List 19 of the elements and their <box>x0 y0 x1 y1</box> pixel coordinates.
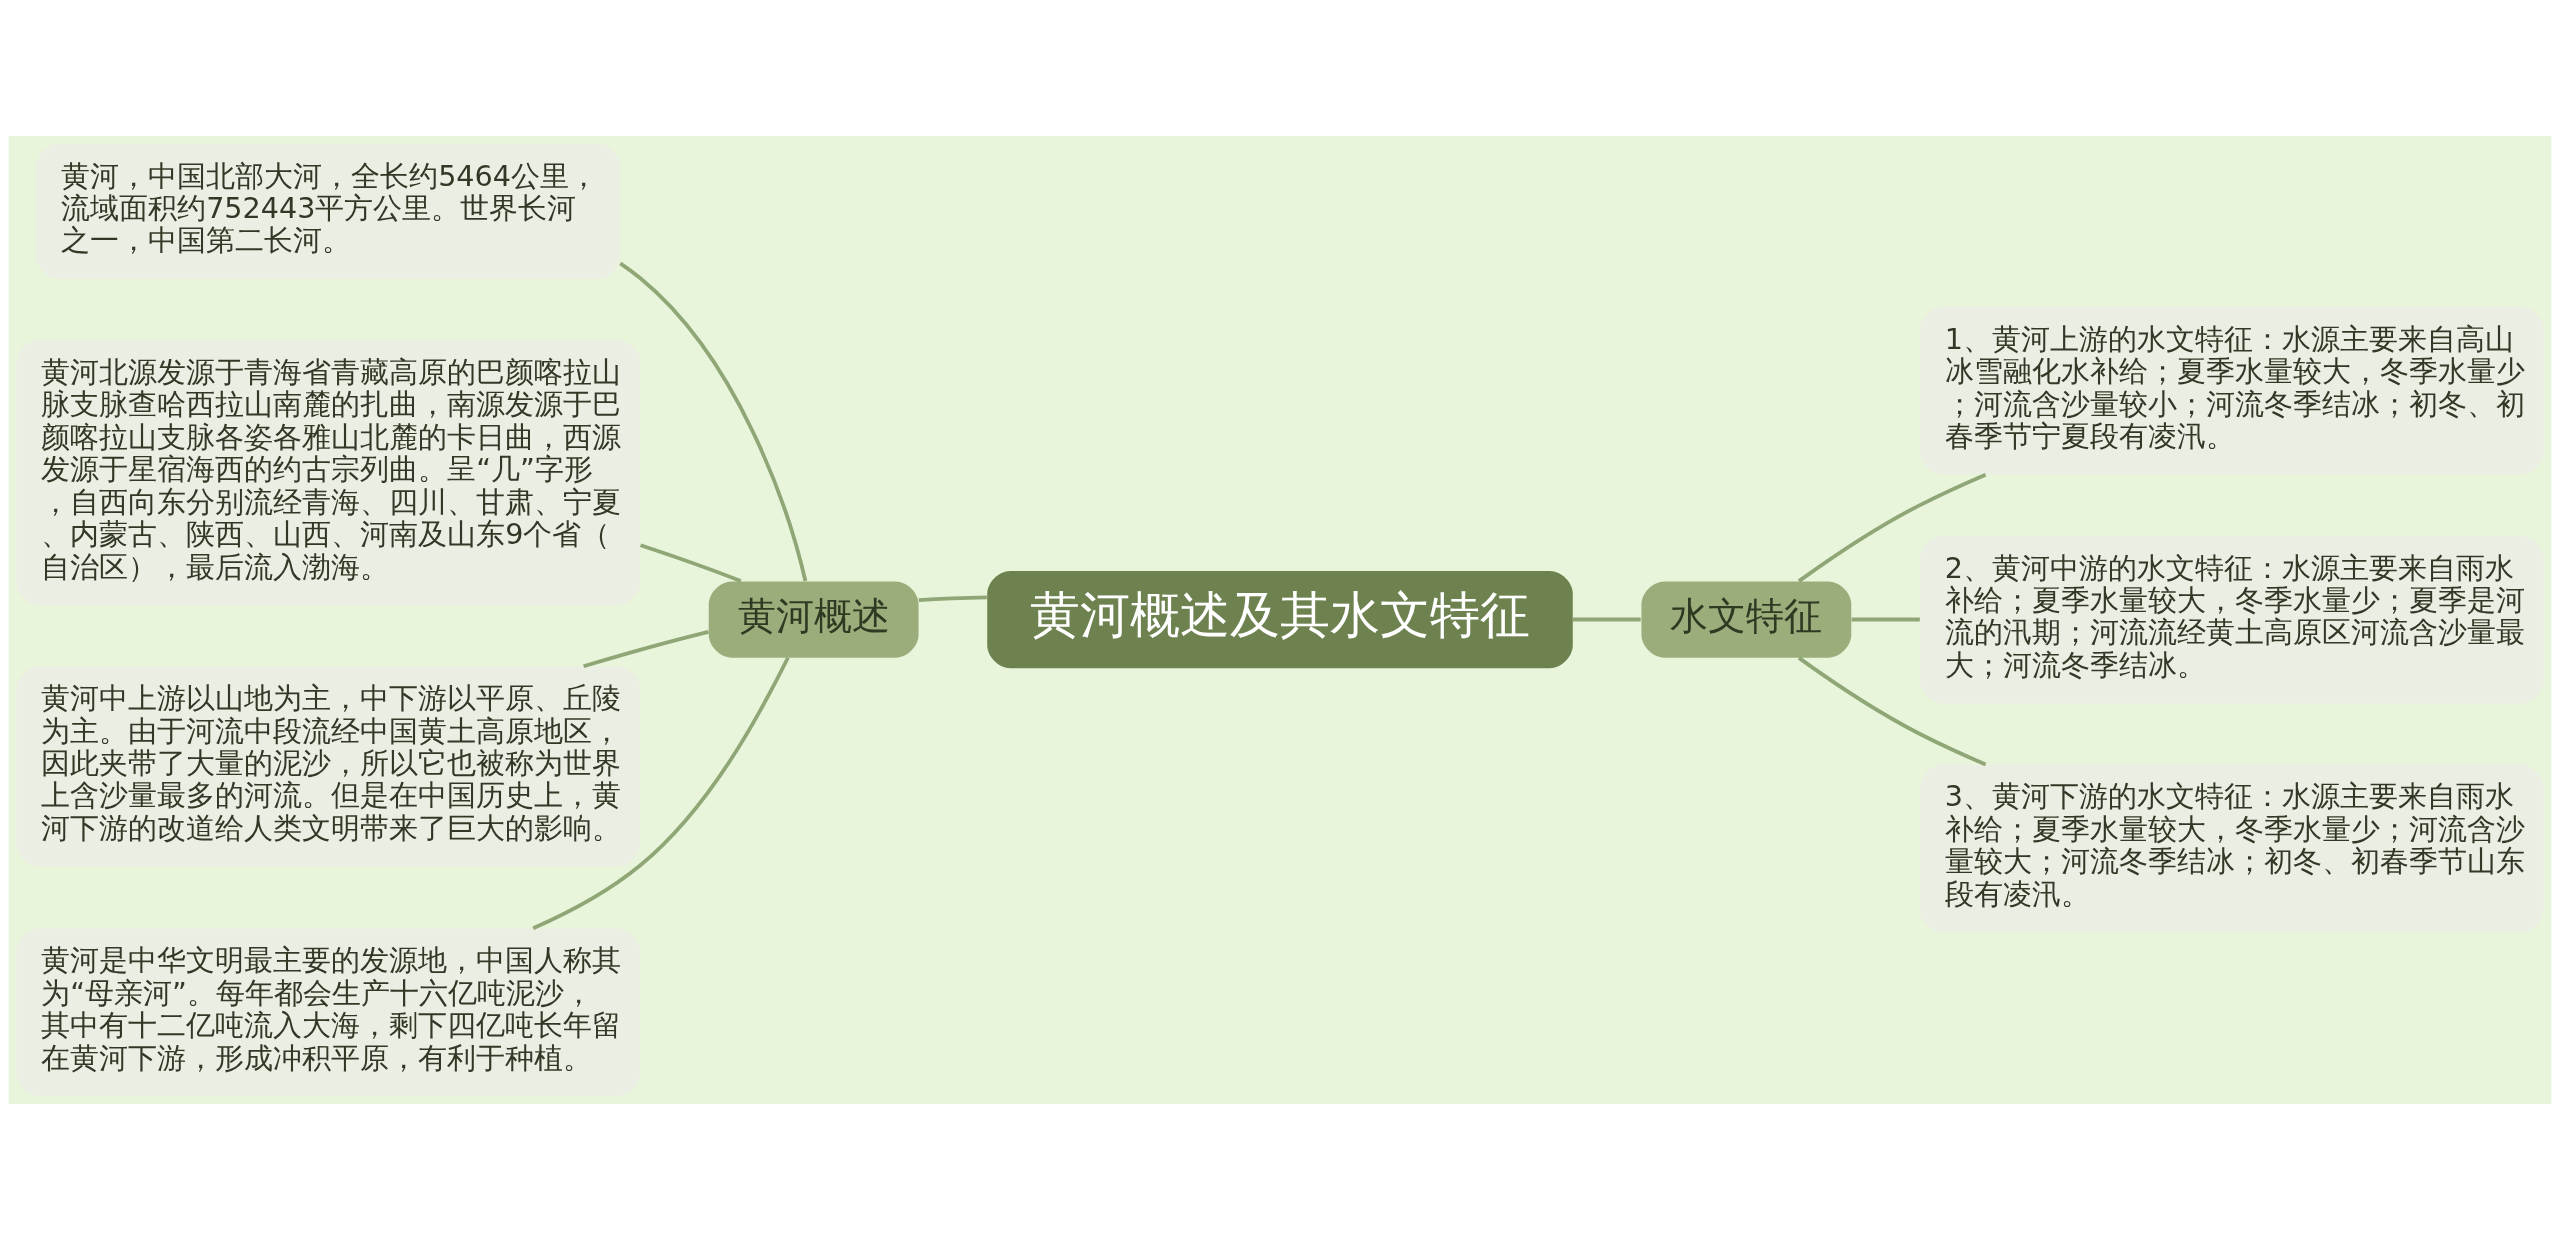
connector <box>1797 472 1987 583</box>
connector <box>1797 655 1987 766</box>
connector <box>1572 617 1641 621</box>
connector <box>532 656 790 930</box>
node-box: 黄河概述及其水文特征 <box>987 570 1573 668</box>
connector <box>918 594 987 602</box>
connector <box>640 543 742 583</box>
node-box: 3、黄河下游的水文特征：水源主要来自雨水补给；夏季水量较大，冬季水量少；河流含沙量较大；河流冬季结冰；初冬、初春季节山东段有凌汛。 <box>1919 764 2544 932</box>
node-box: 2、黄河中游的水文特征：水源主要来自雨水补给；夏季水量较大，冬季水量少；夏季是河流的汛期；河流流经黄土高原区河流含沙量最大；河流冬季结冰。 <box>1919 535 2544 703</box>
node-box: 水文特征 <box>1641 580 1852 658</box>
connector <box>1851 617 1920 621</box>
node-box: 黄河北源发源于青海省青藏高原的巴颜喀拉山脉支脉查哈西拉山南麓的扎曲，南源发源于巴颜喀拉山支脉各姿各雅山北麓的卡日曲，西源发源于星宿海西的约古宗列曲。呈“几”字形，自西向东分别流经青海、四川、甘肃、宁夏、内蒙古、陕西、山西、河南及山东9个省（自治区），最后流入渤海。 <box>16 339 641 605</box>
connector <box>619 261 808 581</box>
node-box: 黄河是中华文明最主要的发源地，中国人称其为“母亲河”。每年都会生产十六亿吨泥沙，其中有十二亿吨流入大海，剩下四亿吨长年留在黄河下游，形成冲积平原，有利于种植。 <box>16 928 641 1096</box>
node-box: 黄河中上游以山地为主，中下游以平原、丘陵为主。由于河流中段流经中国黄土高原地区，因此夹带了大量的泥沙，所以它也被称为世界上含沙量最多的河流。但是在中国历史上，黄河下游的改道给人类文明带来了巨大的影响。 <box>16 665 641 867</box>
node-box: 黄河，中国北部大河，全长约5464公里，流域面积约752443平方公里。世界长河之一，中国第二长河。 <box>36 143 621 279</box>
connector <box>583 629 709 668</box>
node-box: 1、黄河上游的水文特征：水源主要来自高山冰雪融化水补给；夏季水量较大，冬季水量少；河流含沙量较小；河流冬季结冰；初冬、初春季节宁夏段有凌汛。 <box>1919 306 2544 475</box>
node-box: 黄河概述 <box>708 580 919 658</box>
